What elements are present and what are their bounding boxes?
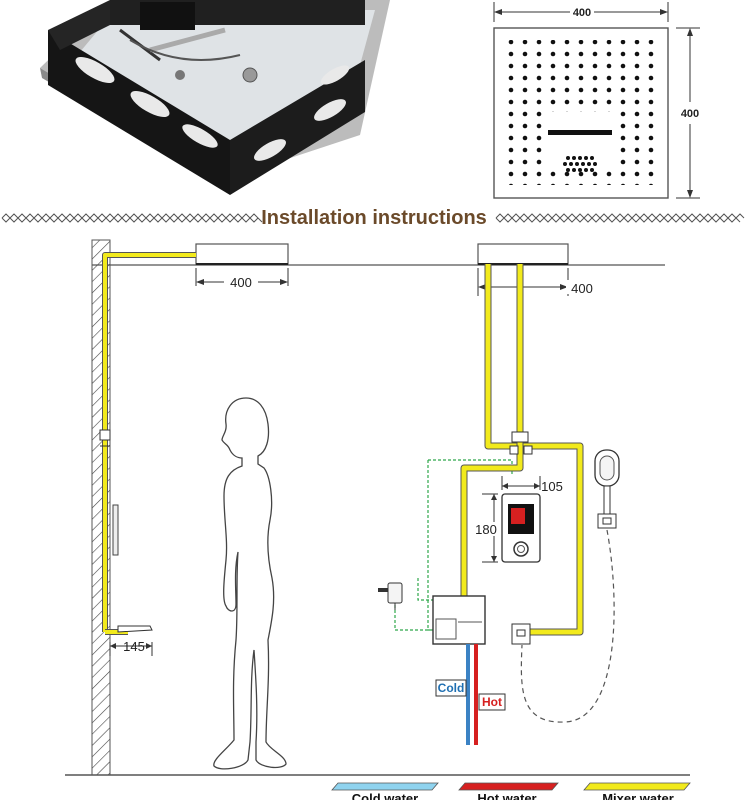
left-ceiling-dimension: 400 [230, 275, 252, 290]
legend-cold-water: Cold water [331, 782, 439, 800]
room-structure [65, 239, 690, 776]
product-front-view: 400 400 [493, 2, 700, 199]
power-adapter [378, 582, 403, 610]
product-width-label: 400 [573, 7, 591, 19]
left-mixer-pipe [103, 253, 196, 632]
left-valve [99, 429, 111, 441]
left-wall-spout [117, 625, 153, 633]
shower-hose [520, 529, 615, 723]
diverter-valve [509, 431, 533, 455]
glass-door-handle [112, 504, 119, 556]
right-ceiling-shower [477, 243, 569, 265]
left-installation: 400 145 [99, 243, 289, 656]
zigzag-border-right [495, 213, 745, 223]
hot-supply-label: Hot [482, 695, 502, 709]
legend-mixer-label: Mixer water [602, 791, 674, 800]
person-silhouette [213, 397, 287, 770]
product-height-label: 400 [681, 108, 699, 120]
digital-control-panel [501, 493, 541, 563]
waterfall-slot [548, 130, 612, 135]
pipe-legend: Cold water Hot water Mixer water [331, 782, 691, 800]
hot-tag-box [478, 693, 506, 711]
zigzag-border-left [1, 213, 263, 223]
legend-mixer-water: Mixer water [583, 782, 691, 800]
legend-hot-label: Hot water [477, 791, 536, 800]
left-wall-dimension: 145 [123, 639, 145, 654]
hand-shower [594, 449, 620, 529]
cold-supply-label: Cold [438, 681, 465, 695]
control-wires [394, 459, 513, 631]
panel-width-dimension: 105 [541, 479, 563, 494]
section-title: Installation instructions [261, 207, 487, 229]
legend-cold-label: Cold water [352, 791, 418, 800]
panel-height-dimension: 180 [475, 522, 497, 537]
legend-hot-water: Hot water [458, 782, 559, 800]
legend-hot-swatch [458, 782, 559, 791]
right-ceiling-dimension: 400 [571, 281, 593, 296]
cold-tag-box [435, 679, 467, 697]
right-mixer-pipe-main [485, 264, 583, 635]
legend-mixer-swatch [583, 782, 691, 791]
right-installation: 400 [378, 243, 620, 745]
section-title-row: Installation instructions [1, 207, 745, 229]
mixer-box [432, 595, 486, 645]
left-ceiling-shower [195, 243, 289, 265]
legend-cold-swatch [331, 782, 439, 791]
right-mixer-pipe-valve [461, 446, 523, 598]
product-photo [40, 0, 390, 195]
